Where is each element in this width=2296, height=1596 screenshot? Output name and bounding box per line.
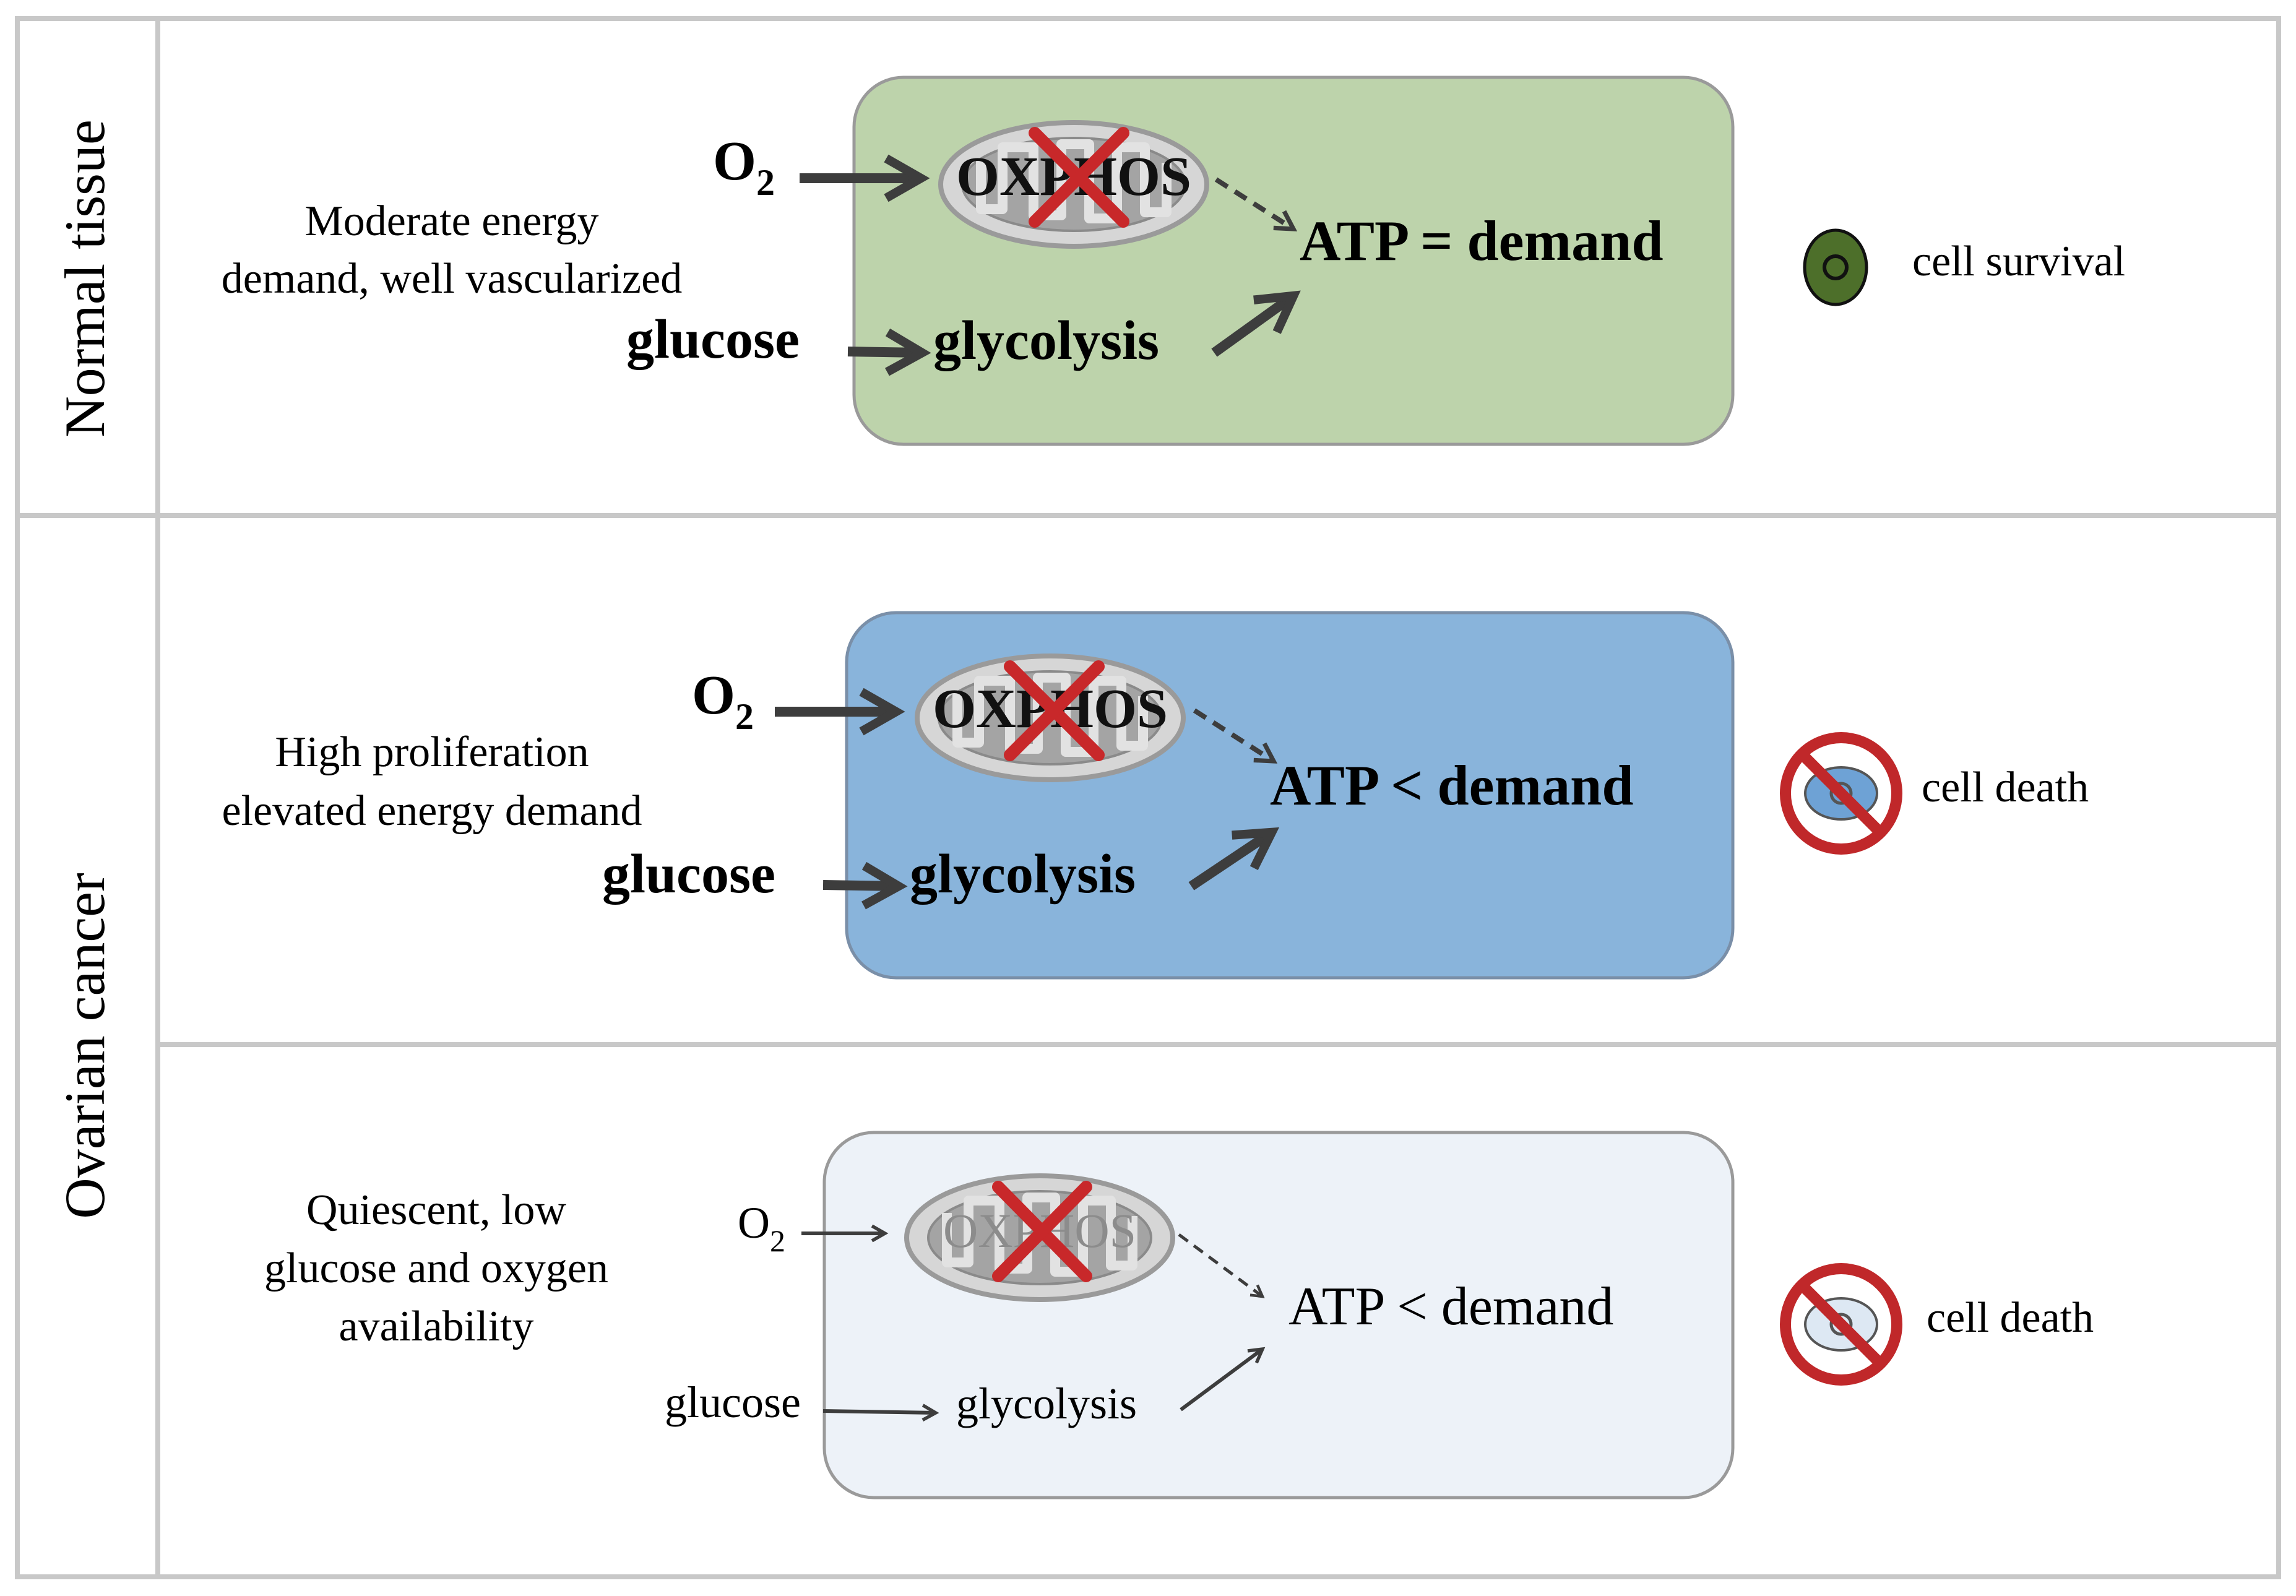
glucose-arrow — [847, 328, 931, 376]
glucose-label: glucose — [665, 1378, 801, 1427]
blocked-cross-icon — [1029, 127, 1129, 228]
atp-status: ATP < demand — [1270, 754, 1634, 817]
atp-status: ATP < demand — [1288, 1277, 1613, 1337]
grid-frame — [15, 16, 2281, 1579]
panel-quiescent: Quiescent, low glucose and oxygen availa… — [264, 1131, 2094, 1499]
blocked-cross-icon — [992, 1181, 1092, 1282]
condition-line-1: High proliferation — [275, 728, 589, 776]
glycolysis-label: glycolysis — [956, 1379, 1137, 1428]
condition-line-2: elevated energy demand — [222, 787, 642, 835]
o2-label: O2 — [738, 1198, 785, 1258]
condition-line-2: demand, well vascularized — [222, 255, 682, 303]
cell-death-icon — [1780, 1263, 1902, 1386]
glycolysis-to-atp-arrow — [1180, 1347, 1266, 1412]
panel-proliferating: High proliferation elevated energy deman… — [222, 611, 2089, 980]
glycolysis-label: glycolysis — [933, 310, 1159, 371]
glucose-label: glucose — [602, 843, 775, 905]
condition-line-1: Quiescent, low — [306, 1186, 566, 1234]
cell-death-icon — [1780, 732, 1902, 855]
condition-line-3: availability — [339, 1303, 534, 1350]
atp-status: ATP = demand — [1300, 209, 1664, 272]
glucose-arrow — [822, 861, 908, 910]
outcome-label: cell death — [1922, 764, 2089, 811]
row-label-cancer: Ovarian cancer — [53, 873, 116, 1219]
condition-line-2: glucose and oxygen — [264, 1244, 608, 1292]
oxphos-to-atp-arrow — [1193, 708, 1278, 764]
glycolysis-to-atp-arrow — [1211, 290, 1301, 357]
glucose-label: glucose — [626, 309, 800, 370]
row-label-normal: Normal tissue — [53, 119, 116, 438]
glycolysis-to-atp-arrow — [1188, 827, 1280, 891]
healthy-cell-icon — [1803, 228, 1868, 306]
glycolysis-label: glycolysis — [910, 843, 1136, 905]
outcome-label: cell death — [1927, 1294, 2094, 1342]
condition-line-1: Moderate energy — [305, 197, 599, 245]
o2-label: O2 — [713, 131, 775, 203]
outcome-label: cell survival — [1912, 238, 2125, 285]
panel-normal: Moderate energy demand, well vascularize… — [222, 75, 2125, 446]
glucose-arrow — [822, 1404, 939, 1422]
o2-label: O2 — [692, 665, 754, 737]
blocked-cross-icon — [1004, 660, 1105, 761]
oxphos-to-atp-arrow — [1214, 177, 1298, 231]
